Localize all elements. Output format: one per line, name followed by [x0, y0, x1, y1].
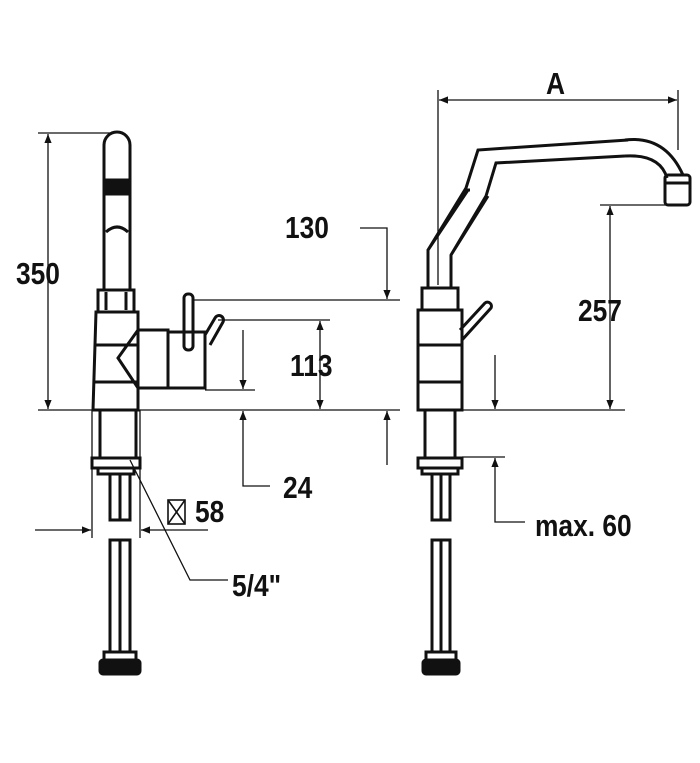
dim-257-label: 257: [578, 293, 622, 328]
square-cross-icon: [167, 499, 186, 525]
dim-130-label: 130: [285, 210, 329, 245]
right-faucet-front-view: [416, 137, 692, 676]
left-faucet-side-view: [90, 130, 225, 676]
thread-label: 5/4": [232, 568, 282, 603]
dimension-lines-right: [437, 90, 679, 523]
dim-58-label: 58: [195, 494, 225, 529]
dim-350-label: 350: [16, 256, 60, 291]
dim-24-label: 24: [283, 470, 313, 505]
dim-113-label: 113: [290, 348, 333, 383]
dimension-lines-left: [35, 132, 400, 581]
max-60-label: max. 60: [535, 508, 632, 543]
dim-a-label: A: [546, 66, 566, 101]
